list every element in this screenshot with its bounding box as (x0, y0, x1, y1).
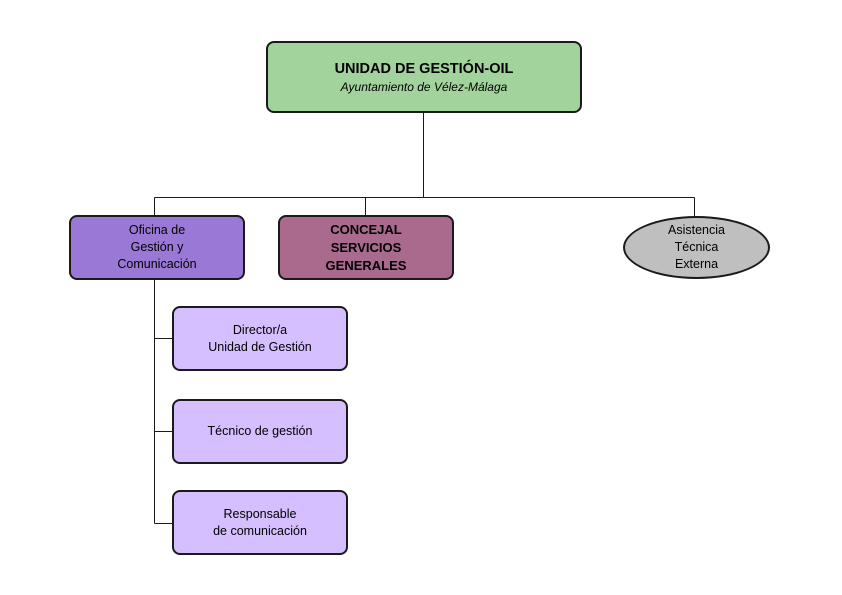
responsable-label-line: Responsable (223, 506, 297, 521)
concejal-label-line: SERVICIOS (330, 239, 402, 255)
root-title: UNIDAD DE GESTIÓN-OIL (334, 61, 514, 77)
director-label-line: Unidad de Gestión (208, 339, 312, 354)
unidad-gestion-root-node: UNIDAD DE GESTIÓN-OIL Ayuntamiento de Vé… (266, 41, 582, 113)
director-unidad-gestion-node: Director/a Unidad de Gestión (172, 306, 348, 371)
oficina-label-line: Oficina de (128, 223, 186, 237)
concejal-servicios-generales-node: CONCEJAL SERVICIOS GENERALES (278, 215, 454, 280)
asistencia-label-line: Técnica (674, 240, 719, 254)
asistencia-tecnica-externa-node: Asistencia Técnica Externa (623, 216, 770, 279)
concejal-label-line: GENERALES (325, 257, 407, 273)
asistencia-label-line: Asistencia (668, 223, 725, 237)
oficina-label-line: Comunicación (117, 257, 197, 271)
asistencia-label-line: Externa (674, 257, 719, 271)
root-subtitle: Ayuntamiento de Vélez-Málaga (340, 80, 508, 94)
director-label-line: Director/a (232, 322, 288, 337)
oficina-gestion-comunicacion-node: Oficina de Gestión y Comunicación (69, 215, 245, 280)
tecnico-label-line: Técnico de gestión (207, 424, 313, 438)
responsable-label-line: de comunicación (213, 523, 307, 538)
oficina-label-line: Gestión y (130, 240, 184, 254)
tecnico-gestion-node: Técnico de gestión (172, 399, 348, 464)
responsable-comunicacion-node: Responsable de comunicación (172, 490, 348, 555)
concejal-label-line: CONCEJAL (330, 221, 402, 237)
